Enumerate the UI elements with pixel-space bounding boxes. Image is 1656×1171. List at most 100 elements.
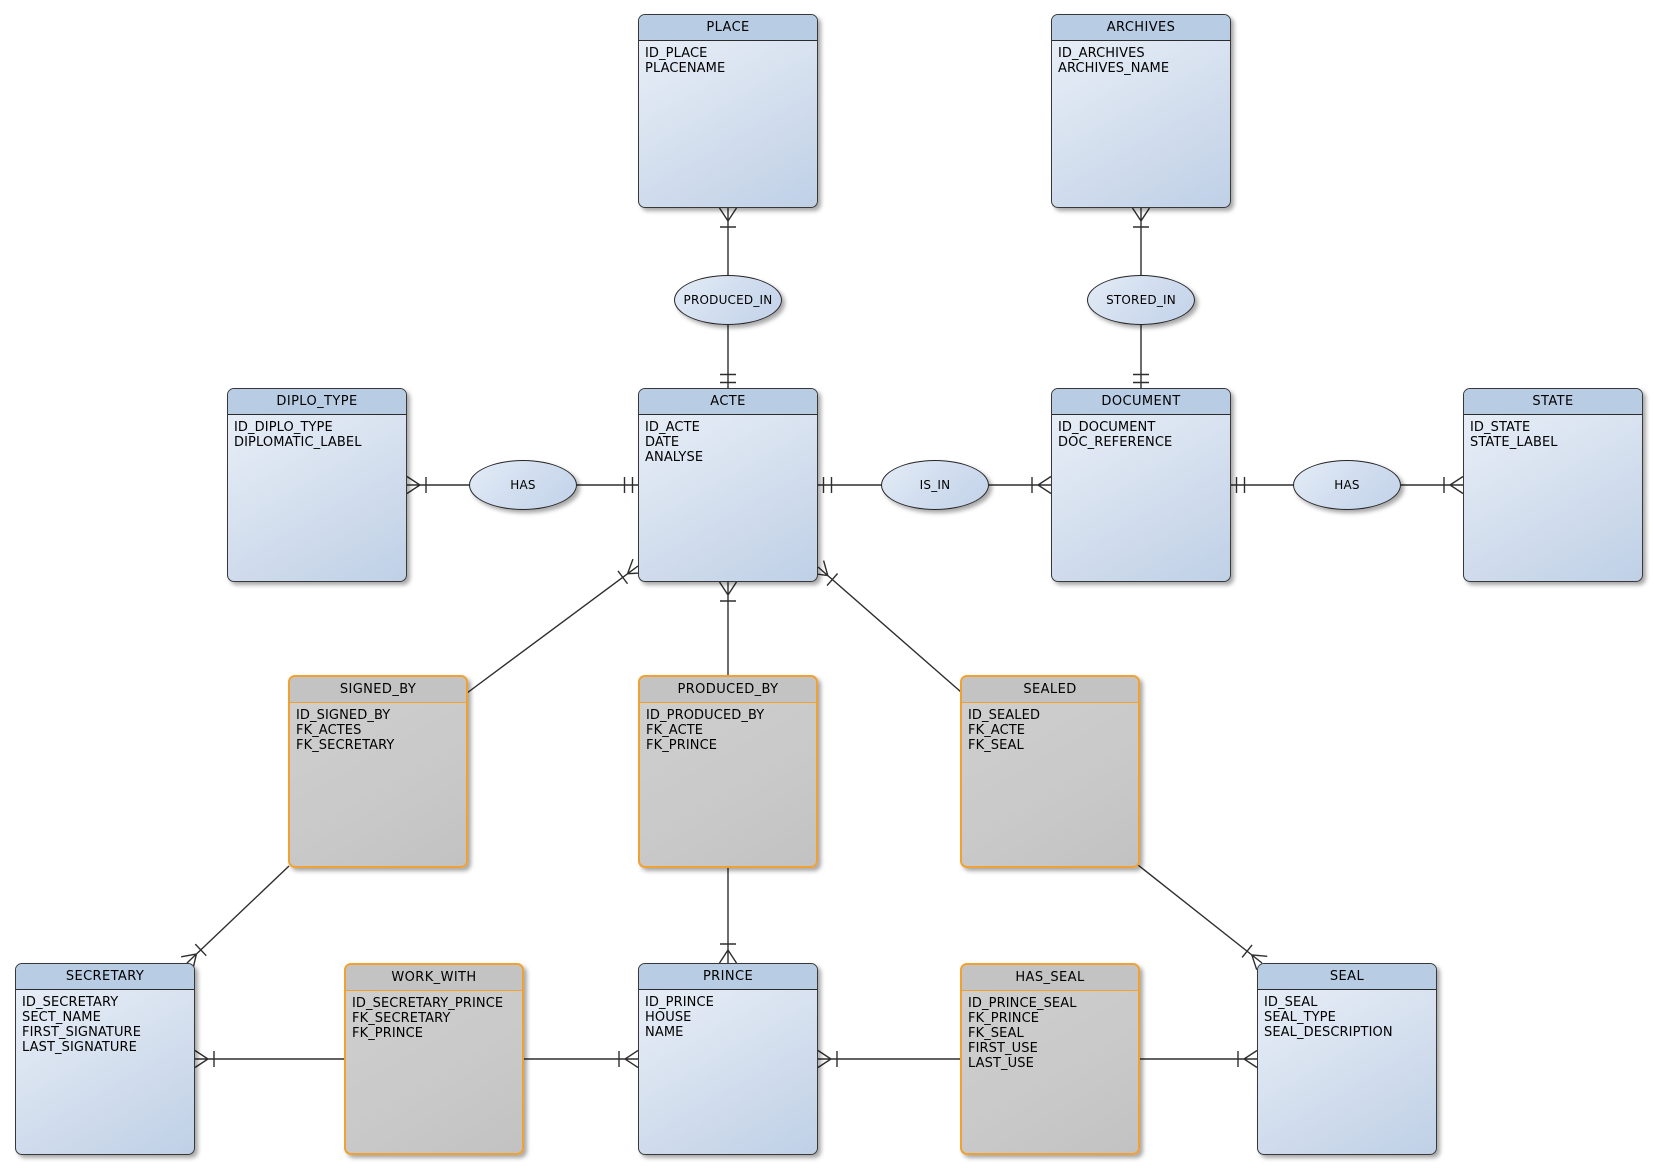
connector-sealed-seal[interactable] [1137, 864, 1268, 970]
entity-title: STATE [1464, 389, 1642, 415]
attribute-placename: PLACENAME [645, 61, 726, 76]
attribute-id_acte: ID_ACTE [645, 420, 700, 435]
attribute-id_place: ID_PLACE [645, 46, 708, 61]
attribute-date: DATE [645, 435, 680, 450]
relationship-has-4[interactable]: HAS [1293, 460, 1401, 510]
connector-signed_by-secretary[interactable] [181, 865, 290, 970]
connector-prince-has_seal[interactable] [817, 1049, 960, 1069]
connector-work_with-prince[interactable] [524, 1049, 639, 1069]
relationship-is_in-3[interactable]: IS_IN [881, 460, 989, 510]
entity-title: SEAL [1258, 964, 1436, 990]
attribute-id_document: ID_DOCUMENT [1058, 420, 1156, 435]
entity-title: HAS_SEAL [962, 965, 1138, 991]
attribute-fk_prince: FK_PRINCE [968, 1011, 1040, 1026]
connector-secretary-work_with[interactable] [194, 1049, 344, 1069]
relationship-label: PRODUCED_IN [683, 293, 773, 307]
entity-title: ACTE [639, 389, 817, 415]
attribute-first_signature: FIRST_SIGNATURE [22, 1025, 142, 1040]
attribute-last_signature: LAST_SIGNATURE [22, 1040, 137, 1055]
relationship-has-2[interactable]: HAS [469, 460, 577, 510]
attribute-analyse: ANALYSE [645, 450, 704, 465]
attribute-sect_name: SECT_NAME [22, 1010, 101, 1025]
attribute-fk_seal: FK_SEAL [968, 1026, 1024, 1041]
relationship-label: IS_IN [919, 478, 951, 492]
attribute-id_prince_seal: ID_PRINCE_SEAL [968, 996, 1077, 1011]
attribute-id_archives: ID_ARCHIVES [1058, 46, 1145, 61]
attribute-fk_acte: FK_ACTE [968, 723, 1026, 738]
entity-title: PLACE [639, 15, 817, 41]
relationship-label: HAS [510, 478, 536, 492]
entity-title: PRODUCED_BY [640, 677, 816, 703]
attribute-fk_actes: FK_ACTES [296, 723, 362, 738]
attribute-last_use: LAST_USE [968, 1056, 1034, 1071]
attribute-id_prince: ID_PRINCE [645, 995, 714, 1010]
relationship-produced_in-0[interactable]: PRODUCED_IN [674, 275, 782, 325]
relationship-label: STORED_IN [1106, 293, 1176, 307]
connector-has_seal-seal[interactable] [1140, 1049, 1258, 1069]
attribute-fk_seal: FK_SEAL [968, 738, 1024, 753]
connector-produced_by-prince[interactable] [718, 868, 738, 964]
attribute-seal_type: SEAL_TYPE [1264, 1010, 1336, 1025]
attribute-id_sealed: ID_SEALED [968, 708, 1041, 723]
connector-acte-produced_by[interactable] [718, 581, 738, 675]
relationship-label: HAS [1334, 478, 1360, 492]
connector-acte-signed_by[interactable] [466, 558, 644, 694]
entity-title: SECRETARY [16, 964, 194, 990]
relationship-stored_in-1[interactable]: STORED_IN [1087, 275, 1195, 325]
attribute-seal_description: SEAL_DESCRIPTION [1264, 1025, 1393, 1040]
attribute-id_produced_by: ID_PRODUCED_BY [646, 708, 765, 723]
attribute-archives_name: ARCHIVES_NAME [1058, 61, 1170, 76]
attribute-house: HOUSE [645, 1010, 692, 1025]
attribute-id_seal: ID_SEAL [1264, 995, 1318, 1010]
entity-title: WORK_WITH [346, 965, 522, 991]
attribute-id_diplo_type: ID_DIPLO_TYPE [234, 420, 333, 435]
entity-title: PRINCE [639, 964, 817, 990]
attribute-fk_prince: FK_PRINCE [352, 1026, 424, 1041]
attribute-fk_prince: FK_PRINCE [646, 738, 718, 753]
connector-acte-sealed[interactable] [812, 560, 962, 693]
entity-title: ARCHIVES [1052, 15, 1230, 41]
attribute-id_secretary_prince: ID_SECRETARY_PRINCE [352, 996, 504, 1011]
attribute-fk_secretary: FK_SECRETARY [296, 738, 395, 753]
attribute-id_signed_by: ID_SIGNED_BY [296, 708, 391, 723]
attribute-fk_secretary: FK_SECRETARY [352, 1011, 451, 1026]
attribute-doc_reference: DOC_REFERENCE [1058, 435, 1173, 450]
attribute-fk_acte: FK_ACTE [646, 723, 704, 738]
attribute-id_state: ID_STATE [1470, 420, 1531, 435]
entity-title: DIPLO_TYPE [228, 389, 406, 415]
attribute-name: NAME [645, 1025, 684, 1040]
entity-title: SEALED [962, 677, 1138, 703]
entity-title: DOCUMENT [1052, 389, 1230, 415]
attribute-first_use: FIRST_USE [968, 1041, 1038, 1056]
attribute-diplomatic_label: DIPLOMATIC_LABEL [234, 435, 362, 450]
